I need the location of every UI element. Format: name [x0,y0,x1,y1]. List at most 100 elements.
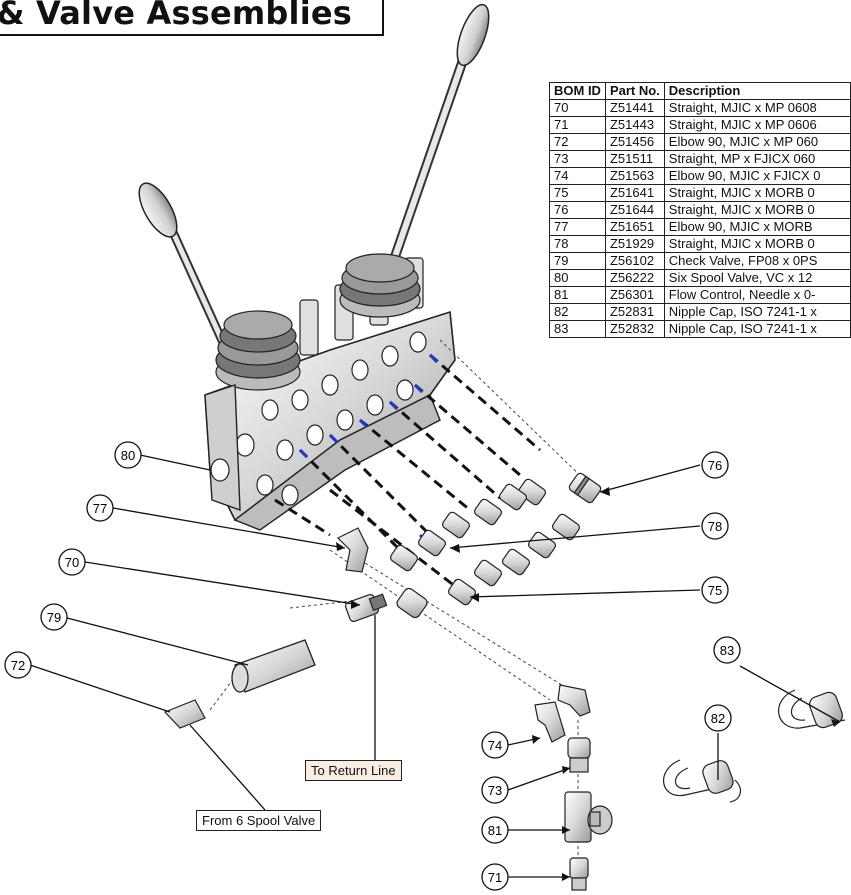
callout-77: 77 [86,494,114,522]
callout-78: 78 [701,512,729,540]
part-no: Z51651 [604,218,665,236]
note-to-return-line-text: To Return Line [311,763,396,778]
svg-text:73: 73 [488,783,502,798]
part-no: Z51456 [604,133,665,151]
callout-74: 74 [481,731,509,759]
flow-control-valve [564,791,613,843]
description: Straight, MJIC x MORB 0 [663,184,851,202]
description: Straight, MJIC x MP 0608 [663,99,851,117]
description: Nipple Cap, ISO 7241-1 x [663,303,851,321]
svg-text:70: 70 [65,555,79,570]
svg-text:82: 82 [711,711,725,726]
callout-83: 83 [713,636,741,664]
bom-id: 72 [549,133,606,151]
svg-text:74: 74 [488,738,502,753]
elbow-fittings [163,527,591,743]
bom-id: 76 [549,201,606,219]
description: Elbow 90, MJIC x FJICX 0 [663,167,851,185]
part-no: Z51929 [604,235,665,253]
svg-text:72: 72 [11,658,25,673]
svg-text:78: 78 [708,519,722,534]
bom-header-description: Description [663,82,851,100]
note-from-6-spool-valve-text: From 6 Spool Valve [202,813,316,828]
part-no: Z51644 [604,201,665,219]
part-no: Z51641 [604,184,665,202]
description: Straight, MJIC x MP 0606 [663,116,851,134]
svg-text:80: 80 [121,448,135,463]
bom-id: 81 [549,286,606,304]
part-no: Z52831 [604,303,665,321]
svg-text:77: 77 [93,501,107,516]
callout-70: 70 [58,548,86,576]
svg-text:71: 71 [488,870,502,885]
svg-text:83: 83 [720,643,734,658]
callout-80: 80 [114,441,142,469]
bom-id: 74 [549,167,606,185]
check-valve [231,639,316,693]
description: Straight, MJIC x MORB 0 [663,235,851,253]
callout-72: 72 [4,651,32,679]
control-lever-long [375,3,490,305]
straight-fitting-73 [567,737,591,773]
svg-text:76: 76 [708,458,722,473]
description: Elbow 90, MJIC x MP 060 [663,133,851,151]
bom-id: 70 [549,99,606,117]
note-to-return-line: To Return Line [305,760,402,781]
part-no: Z56102 [604,252,665,270]
bom-id: 73 [549,150,606,168]
description: Straight, MP x FJICX 060 [663,150,851,168]
port-connection-lines [209,339,591,880]
title-box: s & Valve Assemblies [0,0,384,36]
svg-text:81: 81 [488,823,502,838]
part-no: Z51511 [604,150,665,168]
straight-fittings [345,472,602,623]
bom-id: 83 [549,320,606,338]
bom-id: 82 [549,303,606,321]
bom-id: 78 [549,235,606,253]
callout-82: 82 [704,704,732,732]
page-title: s & Valve Assemblies [0,0,353,32]
callout-leader-lines [29,454,841,878]
callout-71: 71 [481,863,509,891]
part-no: Z51563 [604,167,665,185]
six-spool-valve-body [204,253,456,531]
svg-text:79: 79 [47,610,61,625]
bom-id: 75 [549,184,606,202]
description: Six Spool Valve, VC x 12 [663,269,851,287]
bom-header-part: Part No. [604,82,665,100]
nipple-cap-82 [663,759,742,803]
callout-76: 76 [701,451,729,479]
part-no: Z51443 [604,116,665,134]
bom-id: 71 [549,116,606,134]
part-no: Z51441 [604,99,665,117]
callout-75: 75 [701,576,729,604]
part-no: Z52832 [604,320,665,338]
bom-header-id: BOM ID [549,82,606,100]
bom-id: 80 [549,269,606,287]
description: Straight, MJIC x MORB 0 [663,201,851,219]
description: Elbow 90, MJIC x MORB [663,218,851,236]
callout-79: 79 [40,603,68,631]
callout-81: 81 [481,816,509,844]
part-no: Z56301 [604,286,665,304]
description: Flow Control, Needle x 0- [663,286,851,304]
bom-id: 77 [549,218,606,236]
description: Nipple Cap, ISO 7241-1 x [663,320,851,338]
straight-fitting-71 [569,857,589,891]
bom-header-row: BOM ID Part No. Description [549,82,851,100]
